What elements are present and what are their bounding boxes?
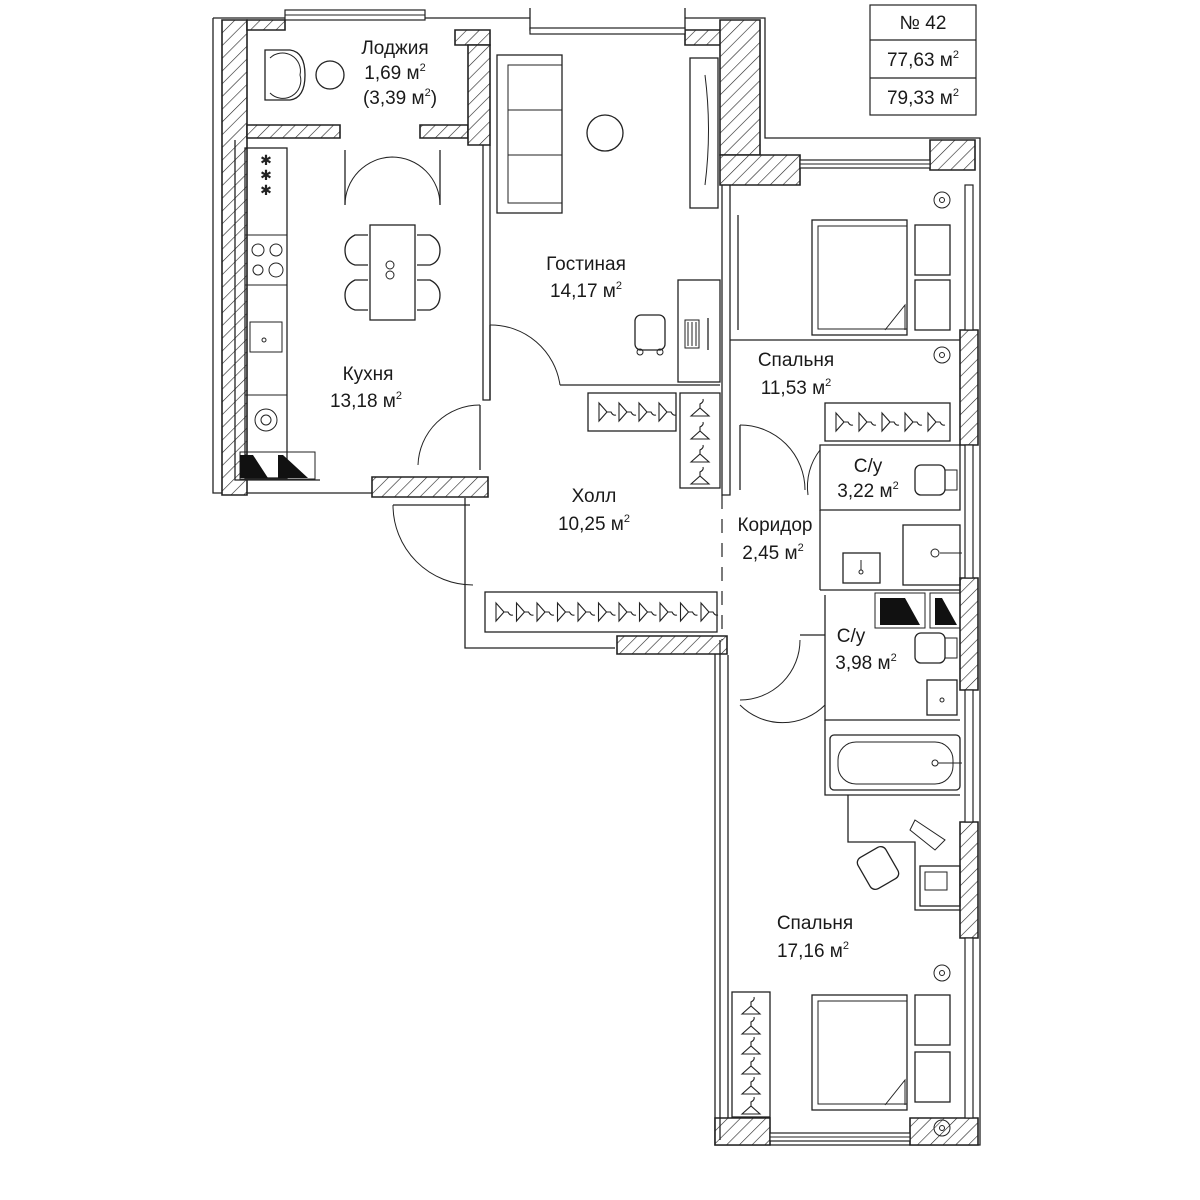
wall-right-3 [959, 821, 979, 939]
room-name-wc-2: С/у [837, 626, 866, 647]
washer-icon [254, 408, 278, 432]
desk-2 [919, 865, 961, 907]
svg-text:✱: ✱ [260, 167, 272, 183]
wardrobe-living [587, 392, 677, 432]
room-area-loggia: 1,69 м2 [364, 62, 425, 84]
coffee-table [586, 114, 624, 152]
dining-table [369, 224, 416, 321]
room-name-living: Гостиная [546, 254, 626, 275]
apartment-area-living: 77,63 м2 [887, 49, 959, 71]
room-area-wc-2: 3,98 м2 [835, 652, 896, 674]
windows [284, 9, 974, 1142]
apartment-info-box: № 42 77,63 м2 79,33 м2 [869, 4, 977, 116]
room-area-corridor: 2,45 м2 [742, 542, 803, 564]
desk [677, 279, 721, 383]
wardrobe-bedroom-2 [731, 991, 771, 1118]
apartment-area-total: 79,33 м2 [887, 87, 959, 109]
wall-right-2 [959, 577, 979, 691]
svg-text:✱: ✱ [260, 182, 272, 198]
room-name-corridor: Коридор [737, 515, 812, 536]
room-area-bedroom-1: 11,53 м2 [761, 377, 832, 399]
bed-1 [811, 219, 908, 336]
doors [344, 150, 826, 724]
sink-icon-2 [926, 679, 958, 716]
room-area-living: 14,17 м2 [550, 280, 622, 302]
svg-text:✱: ✱ [260, 152, 272, 168]
toilet-icon [914, 464, 946, 496]
hangers-icon [740, 996, 762, 1115]
room-name-loggia: Лоджия [361, 38, 428, 59]
office-chair-icon-2 [856, 845, 900, 891]
room-area-kitchen: 13,18 м2 [330, 390, 402, 412]
room-name-bedroom-1: Спальня [758, 350, 834, 371]
sink-icon [842, 552, 881, 584]
room-area-loggia-full: (3,39 м2) [363, 87, 437, 109]
wardrobe-hall [484, 591, 718, 633]
room-name-kitchen: Кухня [343, 364, 394, 385]
sofa [496, 54, 563, 214]
hangers-icon [495, 601, 719, 623]
room-labels: Лоджия 1,69 м2 (3,39 м2) Кухня 13,18 м2 … [330, 38, 899, 962]
wall-right-1 [959, 329, 979, 446]
kitchen-sink-icon [249, 321, 283, 353]
room-area-wc-1: 3,22 м2 [837, 480, 898, 502]
room-area-hall: 10,25 м2 [558, 513, 630, 535]
loggia-table-icon [315, 60, 345, 90]
office-chair-icon [634, 314, 666, 351]
furniture: ✱ ✱ ✱ [239, 49, 962, 1137]
wardrobe-bedroom-1 [824, 402, 951, 442]
walls [212, 8, 981, 1146]
room-name-hall: Холл [572, 486, 617, 507]
wall-kitchen-hall [371, 476, 489, 498]
room-name-wc-1: С/у [854, 456, 883, 477]
hangers-icon [835, 411, 946, 433]
wall-hall-bottom [616, 635, 728, 655]
room-area-bedroom-2: 17,16 м2 [777, 940, 849, 962]
hangers-icon [689, 398, 711, 485]
apartment-number: № 42 [900, 13, 947, 34]
hangers-icon [598, 401, 677, 423]
room-name-bedroom-2: Спальня [777, 913, 853, 934]
wardrobe-hall-vertical [679, 392, 721, 489]
tv-unit [689, 57, 719, 209]
bed-2 [811, 994, 908, 1111]
